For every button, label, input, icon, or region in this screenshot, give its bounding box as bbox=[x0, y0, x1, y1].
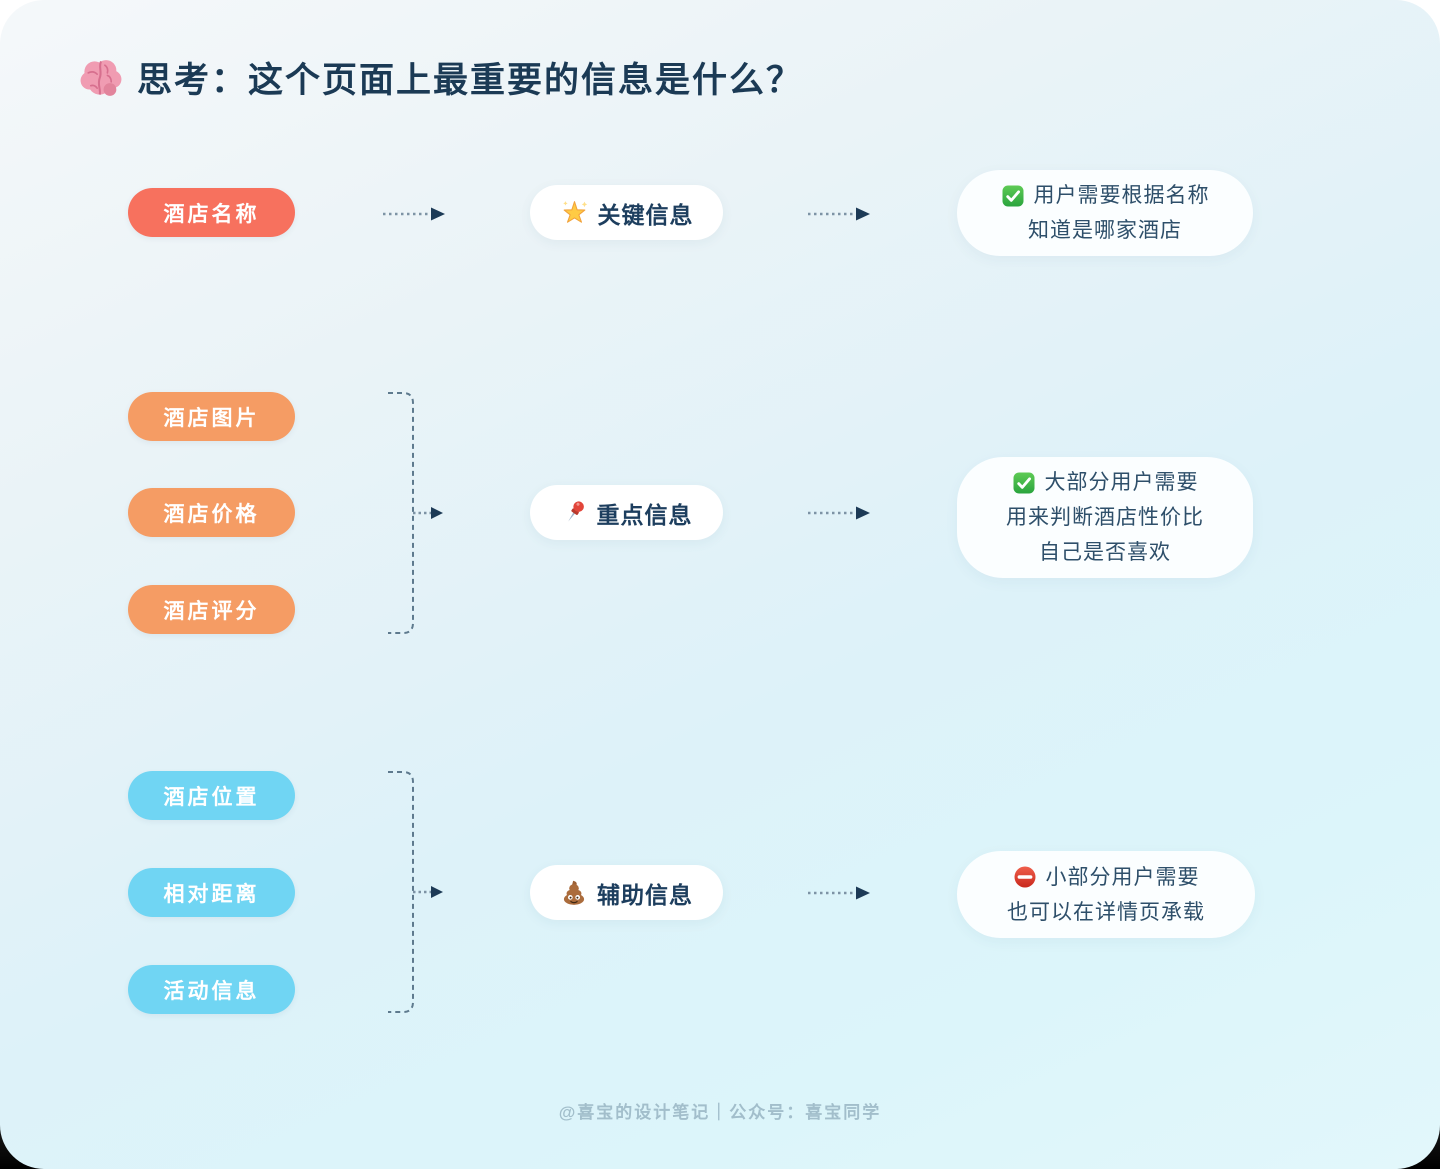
category-label: 重点信息 bbox=[596, 501, 693, 528]
note-text: 用户需要根据名称 bbox=[1033, 184, 1210, 207]
dotted-arrow-right bbox=[383, 207, 445, 221]
note-text: 大部分用户需要 bbox=[1044, 471, 1199, 494]
glowing-star-icon bbox=[560, 198, 589, 227]
page-title-row: 思考：这个页面上最重要的信息是什么？ bbox=[78, 52, 803, 103]
pill-label: 酒店名称 bbox=[163, 202, 260, 226]
page-title: 思考：这个页面上最重要的信息是什么？ bbox=[137, 61, 804, 100]
group-bracket-arrow bbox=[388, 771, 443, 1013]
category-label: 辅助信息 bbox=[597, 881, 693, 908]
category-key-info: 关键信息 bbox=[530, 185, 723, 240]
category-aux-info: 辅助信息 bbox=[530, 865, 723, 920]
dotted-arrow-right bbox=[808, 207, 870, 221]
poo-icon bbox=[560, 879, 588, 907]
note-text: 知道是哪家酒店 bbox=[1028, 219, 1182, 242]
group-bracket-arrow bbox=[388, 392, 443, 634]
note-text: 小部分用户需要 bbox=[1045, 865, 1200, 889]
pill-relative-distance: 相对距离 bbox=[128, 868, 295, 917]
pill-hotel-rating: 酒店评分 bbox=[128, 585, 295, 634]
pill-label: 相对距离 bbox=[163, 882, 260, 906]
note-text: 自己是否喜欢 bbox=[1039, 541, 1171, 564]
category-focus-info: 重点信息 bbox=[530, 485, 723, 540]
note-bubble-key: 用户需要根据名称 知道是哪家酒店 bbox=[957, 170, 1253, 256]
category-label: 关键信息 bbox=[597, 201, 694, 228]
pill-hotel-price: 酒店价格 bbox=[128, 488, 295, 537]
check-icon bbox=[1001, 184, 1025, 208]
note-bubble-focus: 大部分用户需要 用来判断酒店性价比 自己是否喜欢 bbox=[957, 457, 1253, 578]
pill-label: 酒店评分 bbox=[163, 599, 260, 623]
footer-credit: @喜宝的设计笔记｜公众号：喜宝同学 bbox=[558, 1103, 882, 1122]
pill-activity-info: 活动信息 bbox=[128, 965, 295, 1014]
pill-label: 酒店价格 bbox=[163, 502, 260, 526]
note-text: 也可以在详情页承载 bbox=[1007, 900, 1205, 924]
note-text: 用来判断酒店性价比 bbox=[1006, 506, 1204, 529]
pill-label: 活动信息 bbox=[163, 979, 260, 1003]
dotted-arrow-right bbox=[808, 506, 870, 520]
pill-hotel-name: 酒店名称 bbox=[128, 188, 295, 237]
no-entry-icon bbox=[1013, 865, 1037, 889]
brain-icon bbox=[78, 55, 124, 101]
note-bubble-aux: 小部分用户需要 也可以在详情页承载 bbox=[957, 851, 1255, 938]
pill-label: 酒店位置 bbox=[163, 785, 260, 809]
check-icon bbox=[1012, 471, 1036, 495]
pill-hotel-location: 酒店位置 bbox=[128, 771, 295, 820]
pill-hotel-photo: 酒店图片 bbox=[128, 392, 295, 441]
dotted-arrow-right bbox=[808, 886, 870, 900]
pill-label: 酒店图片 bbox=[163, 406, 260, 430]
pushpin-icon bbox=[561, 499, 588, 526]
